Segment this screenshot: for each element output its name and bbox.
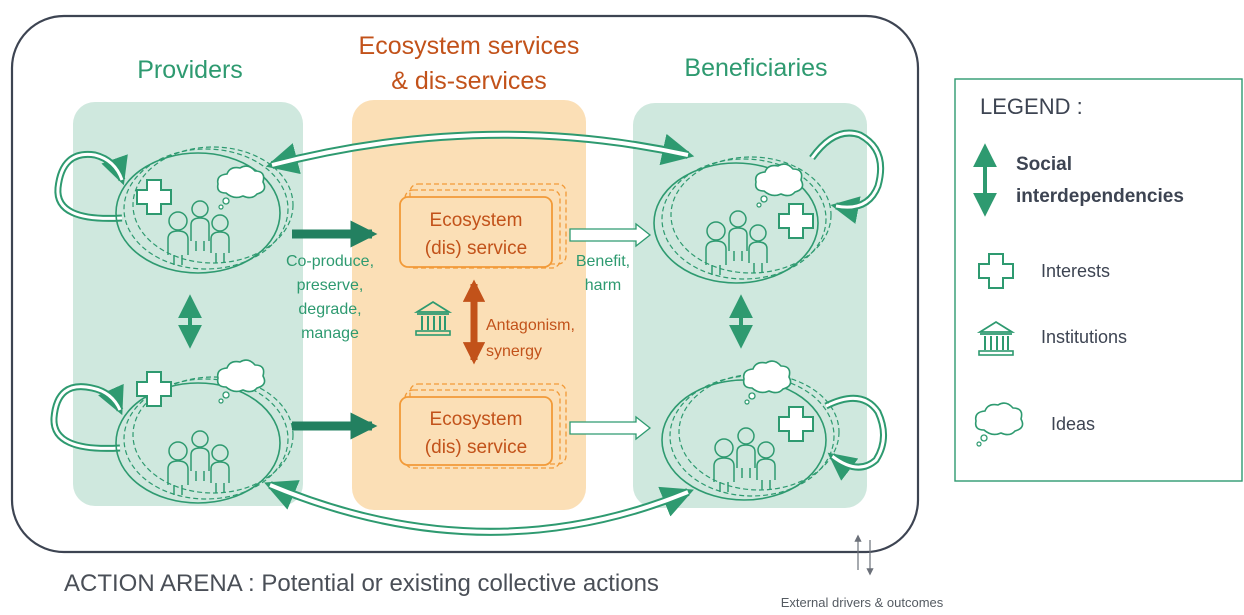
providers-title: Providers	[137, 56, 243, 84]
bottom-provider-beneficiary-link	[264, 480, 694, 536]
harm-text: harm	[585, 277, 621, 294]
legend-social-line2: interdependencies	[1016, 186, 1184, 207]
beneficiary-bottom-self-loop	[824, 394, 887, 481]
provider-bottom-self-loop	[50, 383, 124, 452]
beneficiaries-title: Beneficiaries	[684, 54, 827, 82]
co-produce-text: Co-produce,	[286, 253, 374, 270]
service-top-line2: (dis) service	[425, 238, 527, 259]
service-box-bottom: Ecosystem (dis) service	[399, 383, 567, 469]
manage-text: manage	[301, 325, 359, 342]
synergy-text: synergy	[486, 343, 542, 360]
external-drivers-label: External drivers & outcomes	[781, 595, 944, 610]
services-title-line2: & dis-services	[391, 67, 547, 95]
legend-ideas: Ideas	[1051, 414, 1095, 434]
antagonism-text: Antagonism,	[486, 317, 575, 334]
action-arena-label: ACTION ARENA : Potential or existing col…	[64, 570, 659, 597]
action-arena-border	[10, 14, 920, 554]
service-to-beneficiary-label: Benefit, harm	[576, 253, 630, 294]
preserve-text: preserve,	[297, 277, 364, 294]
service-top-line1: Ecosystem	[430, 210, 523, 231]
services-title-line1: Ecosystem services	[359, 32, 580, 60]
beneficiary-top-self-loop	[809, 129, 885, 224]
legend-interests: Interests	[1041, 261, 1110, 281]
benefit-text: Benefit,	[576, 253, 630, 270]
legend-social-line1: Social	[1016, 154, 1072, 175]
legend-title: LEGEND :	[980, 94, 1083, 119]
service-to-beneficiary-arrow-bottom	[569, 415, 652, 441]
service-box-top: Ecosystem (dis) service	[399, 183, 567, 269]
service-to-beneficiary-arrow-top	[569, 222, 652, 248]
top-provider-beneficiary-link	[265, 130, 695, 175]
service-bottom-line1: Ecosystem	[430, 409, 523, 430]
service-bottom-line2: (dis) service	[425, 437, 527, 458]
provider-to-service-label: Co-produce, preserve, degrade, manage	[286, 253, 374, 342]
legend-institutions: Institutions	[1041, 327, 1127, 347]
degrade-text: degrade,	[298, 301, 361, 318]
provider-top-self-loop	[54, 150, 128, 222]
